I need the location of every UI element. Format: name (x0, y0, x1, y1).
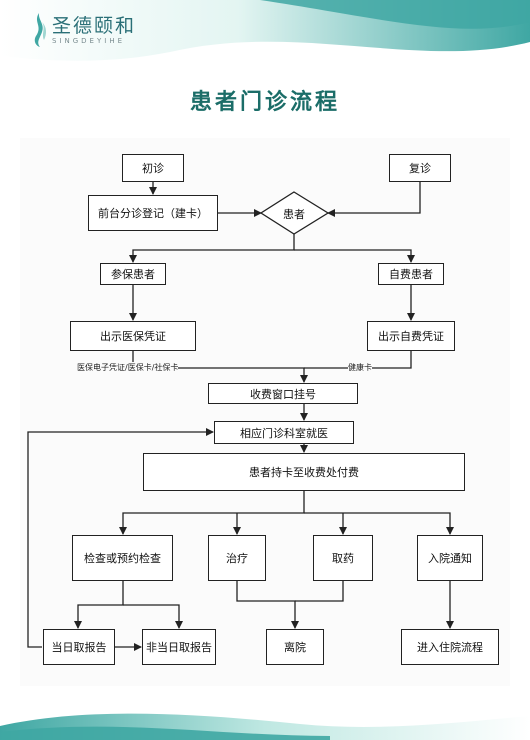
flowchart: 初诊 复诊 前台分诊登记（建卡） 患者 参保患者 自费患者 出示医保凭证 出示自… (20, 138, 510, 686)
node-inpatient-process: 进入住院流程 (401, 629, 499, 665)
brand-logo: 圣德颐和 SINGDEYIHE (30, 12, 136, 48)
node-admission-notice: 入院通知 (417, 535, 483, 581)
node-treatment: 治疗 (208, 535, 266, 581)
page-title: 患者门诊流程 (189, 90, 340, 115)
node-return-visit: 复诊 (389, 154, 451, 182)
node-insured-patient: 参保患者 (100, 263, 166, 285)
label-insurance-card-note: 医保电子凭证/医保卡/社保卡 (77, 362, 179, 373)
node-show-insurance-voucher: 出示医保凭证 (70, 321, 196, 351)
bottom-wave-decoration (0, 713, 530, 740)
node-next-day-report: 非当日取报告 (142, 629, 216, 665)
top-wave-decoration (0, 0, 530, 61)
label-health-card-note: 健康卡 (348, 362, 372, 373)
node-department-visit: 相应门诊科室就医 (214, 421, 354, 444)
brand-name-cn: 圣德颐和 (52, 15, 137, 37)
node-pay-at-counter: 患者持卡至收费处付费 (143, 453, 465, 491)
node-discharge: 离院 (266, 629, 324, 665)
node-get-medicine: 取药 (313, 535, 373, 581)
node-examination: 检查或预约检查 (72, 535, 173, 581)
node-self-pay-patient: 自费患者 (378, 263, 444, 285)
node-first-visit: 初诊 (122, 154, 184, 182)
node-fee-window: 收费窗口挂号 (208, 383, 358, 404)
flame-logo-icon (34, 13, 47, 47)
node-registration: 前台分诊登记（建卡） (88, 195, 218, 231)
node-same-day-report: 当日取报告 (43, 629, 115, 665)
brand-name-en: SINGDEYIHE (52, 37, 126, 45)
flow-connectors (27, 181, 454, 651)
node-patient: 患者 (283, 208, 305, 221)
node-show-self-pay-voucher: 出示自费凭证 (367, 321, 455, 351)
